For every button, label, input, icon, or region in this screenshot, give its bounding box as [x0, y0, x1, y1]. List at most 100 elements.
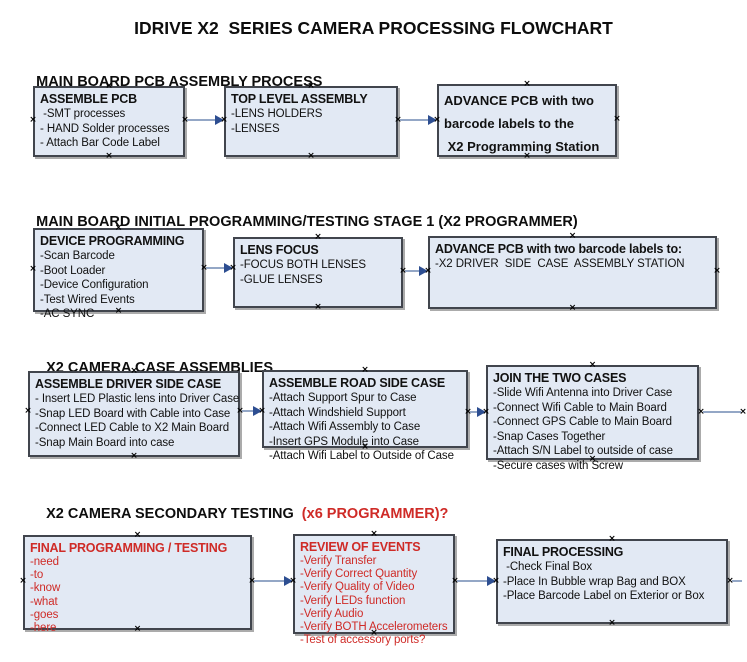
box-item: - HAND Solder processes — [40, 122, 170, 135]
anchor-x-icon — [258, 406, 266, 416]
flow-box-advance-pcb-driver-side: ADVANCE PCB with two barcode labels to: … — [428, 236, 717, 309]
box-item: -Snap LED Board with Cable into Case — [35, 407, 231, 420]
box-item: - Attach Bar Code Label — [40, 137, 160, 149]
box-item: -Connect GPS Cable to Main Board — [493, 416, 672, 428]
anchor-x-icon — [370, 529, 378, 539]
box-title: FINAL PROCESSING — [503, 545, 624, 559]
box-item: -Verify Transfer — [300, 555, 377, 567]
box-item: -Connect Wifi Cable to Main Board — [493, 401, 667, 414]
box-item: -LENS HOLDERS — [231, 108, 323, 120]
box-item: -Place Barcode Label on Exterior or Box — [503, 590, 705, 602]
box-item: -AC SYNC — [40, 308, 95, 320]
anchor-x-icon — [314, 302, 322, 312]
anchor-x-icon — [105, 151, 113, 161]
arrow-line — [400, 119, 432, 121]
anchor-x-icon — [105, 81, 113, 91]
flow-arrow — [455, 575, 496, 587]
box-item: -to — [30, 569, 44, 582]
anchor-x-icon — [608, 534, 616, 544]
flow-box-assemble-road-side-case: ASSEMBLE ROAD SIDE CASE -Attach Support … — [262, 370, 468, 462]
box-item: -GLUE LENSES — [240, 273, 323, 286]
box-item: -here — [30, 622, 57, 635]
flow-box-final-programming-testing: FINAL PROGRAMMING / TESTING -need -to -k… — [23, 535, 252, 634]
box-item: -Attach Wifi Label to Outside of Case — [269, 450, 454, 462]
flow-box-top-level-assembly: TOP LEVEL ASSEMBLY -LENS HOLDERS -LENSES — [224, 86, 398, 157]
box-title: LENS FOCUS — [240, 243, 319, 257]
anchor-x-icon — [314, 232, 322, 242]
box-item: -Boot Loader — [40, 264, 106, 277]
flow-arrow — [252, 575, 293, 587]
anchor-x-icon — [361, 365, 369, 375]
flow-box-review-of-events: REVIEW OF EVENTS -Verify Transfer -Verif… — [293, 534, 455, 646]
anchor-x-icon — [220, 115, 228, 125]
box-item: -Slide Wifi Antenna into Driver Case — [493, 387, 673, 399]
box-item: -Attach Support Spur to Case — [269, 392, 417, 404]
arrow-line — [405, 270, 423, 272]
anchor-x-icon — [482, 407, 490, 417]
anchor-x-icon — [307, 151, 315, 161]
box-title: ASSEMBLE PCB — [40, 92, 137, 106]
flow-box-device-programming: DEVICE PROGRAMMING -Scan Barcode -Boot L… — [33, 228, 204, 320]
box-item: -Verify Quality of Video — [300, 581, 415, 594]
flow-arrow — [403, 265, 428, 277]
anchor-x-icon — [739, 407, 747, 417]
box-title: REVIEW OF EVENTS — [300, 540, 421, 554]
box-title: DEVICE PROGRAMMING — [40, 234, 185, 248]
flow-box-final-processing: FINAL PROCESSING -Check Final Box -Place… — [496, 539, 728, 624]
box-title: ADVANCE PCB with two barcode labels to: — [435, 242, 682, 256]
arrow-line — [242, 410, 257, 412]
box-item: -Verify Audio — [300, 607, 364, 620]
box-item: -FOCUS BOTH LENSES — [240, 259, 366, 271]
box-item: -Attach Wifi Assembly to Case — [269, 421, 421, 433]
flow-box-lens-focus: LENS FOCUS -FOCUS BOTH LENSES -GLUE LENS… — [233, 237, 403, 308]
anchor-x-icon — [29, 115, 37, 125]
box-item: -know — [30, 582, 61, 595]
anchor-x-icon — [130, 451, 138, 461]
box-item: barcode labels to the — [444, 116, 575, 131]
box-item: -what — [30, 595, 58, 608]
anchor-x-icon — [361, 442, 369, 452]
flow-box-advance-pcb-programming-station: ADVANCE PCB with two barcode labels to t… — [437, 84, 617, 157]
box-title: ASSEMBLE DRIVER SIDE CASE — [35, 377, 222, 391]
box-item: -Connect LED Cable to X2 Main Board — [35, 422, 230, 434]
stub-connector — [730, 575, 744, 587]
box-item: -Scan Barcode — [40, 250, 115, 262]
anchor-x-icon — [289, 576, 297, 586]
arrow-line — [470, 411, 481, 413]
section-heading-red-text: (x6 PROGRAMMER)? — [301, 506, 449, 522]
box-item: -Device Configuration — [40, 279, 149, 291]
box-item: -Verify LEDs function — [300, 594, 406, 607]
anchor-x-icon — [713, 266, 721, 276]
flow-arrow — [204, 262, 233, 274]
arrow-line — [732, 580, 742, 582]
box-item: -LENSES — [231, 122, 280, 135]
anchor-x-icon — [569, 303, 577, 313]
flow-box-assemble-pcb: ASSEMBLE PCB -SMT processes - HAND Solde… — [33, 86, 185, 157]
box-item: -goes — [30, 608, 59, 621]
box-item: -SMT processes — [40, 108, 126, 120]
anchor-x-icon — [613, 114, 621, 124]
box-item: -Snap Main Board into case — [35, 436, 175, 449]
anchor-x-icon — [130, 366, 138, 376]
section-heading-secondary-testing: X2 CAMERA SECONDARY TESTING (x6 PROGRAMM… — [30, 490, 448, 538]
box-item: -Verify BOTH Accelerometers — [300, 621, 448, 634]
arrow-line — [457, 580, 491, 582]
flow-box-assemble-driver-side-case: ASSEMBLE DRIVER SIDE CASE - Insert LED P… — [28, 371, 240, 457]
anchor-x-icon — [433, 115, 441, 125]
anchor-x-icon — [589, 454, 597, 464]
anchor-x-icon — [229, 263, 237, 273]
anchor-x-icon — [589, 360, 597, 370]
anchor-x-icon — [24, 406, 32, 416]
stub-connector — [701, 406, 743, 418]
anchor-x-icon — [424, 266, 432, 276]
box-title: FINAL PROGRAMMING / TESTING — [30, 541, 228, 555]
flow-arrow — [240, 405, 262, 417]
box-item: -Verify Correct Quantity — [300, 568, 418, 581]
box-item: -Test of accessory ports? — [300, 634, 426, 647]
anchor-x-icon — [19, 576, 27, 586]
box-item: -Snap Cases Together — [493, 430, 606, 443]
anchor-x-icon — [523, 79, 531, 89]
anchor-x-icon — [115, 306, 123, 316]
arrow-line — [187, 119, 219, 121]
